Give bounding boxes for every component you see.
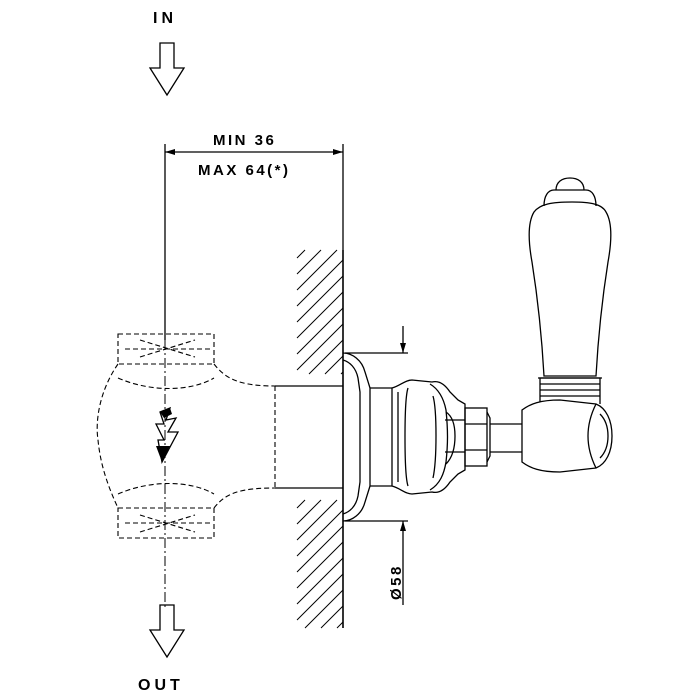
- wall-hatch-line: [296, 249, 322, 275]
- wall-hatch-line: [336, 621, 344, 629]
- concealed-valve-body: [96, 333, 276, 539]
- flow-direction-icon: [154, 406, 180, 464]
- outlet-flow-arrow-icon: [148, 604, 186, 659]
- diameter-dimension: [400, 326, 406, 605]
- wall-hatch-line: [296, 541, 344, 589]
- dimension-min-label: MIN 36: [213, 132, 276, 149]
- wall-hatch-line: [296, 573, 344, 621]
- valve-bonnet: [391, 379, 522, 495]
- wall-hatch-line: [296, 525, 344, 573]
- wall-hatch-line: [296, 499, 338, 541]
- wall-hatch-line: [304, 589, 344, 629]
- wall-hatch-line: [296, 557, 344, 605]
- wall-section: [296, 249, 344, 629]
- wall-hatch-line: [296, 509, 344, 557]
- wall-hatch-line: [320, 605, 344, 629]
- inlet-flow-arrow-icon: [148, 42, 186, 97]
- wall-hatch-line: [296, 249, 306, 259]
- wall-hatch-line: [296, 323, 344, 371]
- dimension-max-label: MAX 64(*): [198, 162, 291, 179]
- wall-hatch-line: [296, 291, 344, 339]
- wall-hatch-line: [340, 371, 344, 375]
- wall-hatch-line: [296, 259, 344, 307]
- escutcheon-plate: [342, 352, 408, 522]
- wall-hatch-line: [296, 307, 344, 355]
- diameter-label: Ø58: [388, 564, 405, 600]
- lever-handle: [521, 177, 613, 473]
- wall-hatch-line: [296, 249, 338, 291]
- wall-hatch-line: [296, 499, 322, 525]
- wall-hatch-line: [296, 499, 306, 509]
- wall-hatch-line: [324, 355, 344, 375]
- depth-dimension: [164, 144, 344, 340]
- wall-hatch-line: [308, 339, 344, 375]
- inlet-label: IN: [153, 10, 177, 27]
- wall-hatch-line: [296, 275, 344, 323]
- valve-sleeve: [275, 385, 343, 489]
- outlet-label: OUT: [138, 677, 184, 694]
